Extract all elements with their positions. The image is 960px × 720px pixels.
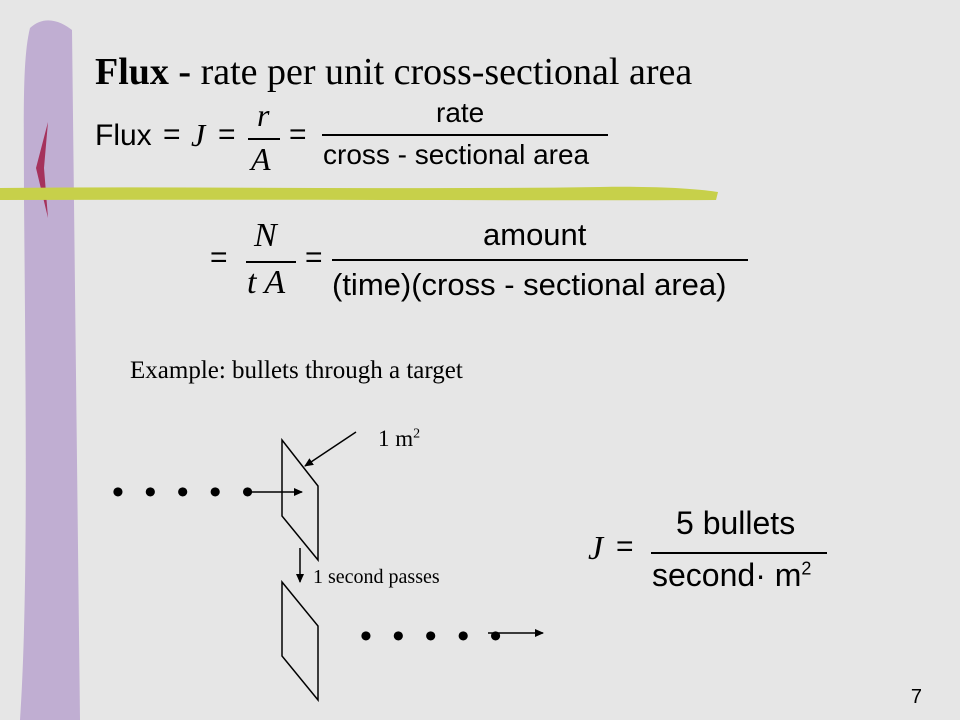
title-rest: rate per unit cross-sectional area (191, 51, 693, 93)
fraction-bar-rate (322, 134, 608, 136)
time-area-symbol: t A (247, 264, 286, 301)
result-fraction-bar (651, 552, 827, 554)
result-denominator: second· m2 (652, 557, 811, 594)
fraction-bar-nta (246, 261, 296, 263)
title-bold: Flux - (95, 51, 192, 93)
equals-sign-5: = (305, 241, 323, 274)
result-den-word: second (652, 557, 756, 593)
time-area-denominator: (time)(cross - sectional area) (332, 267, 727, 302)
result-numerator: 5 bullets (676, 505, 796, 541)
page-number: 7 (910, 686, 922, 708)
equals-sign-3: = (289, 118, 307, 151)
result-den-dot: · (755, 557, 766, 593)
equals-sign-4: = (210, 241, 228, 274)
area-pointer-arrow (304, 431, 357, 467)
flux-word: Flux (95, 119, 152, 152)
equals-sign-1: = (163, 118, 181, 151)
result-den-unit: m (774, 557, 802, 593)
count-symbol-n: N (254, 217, 277, 254)
result-equation: J = 5 bullets second· m2 (588, 505, 838, 605)
cross-section-denominator: cross - sectional area (323, 139, 590, 170)
area-value: 1 m (378, 426, 414, 451)
target-plane-bottom (281, 579, 319, 703)
area-exponent: 2 (413, 426, 421, 442)
bullets-before: • • • • • (112, 474, 260, 511)
flux-equation-expanded: = N t A = amount (time)(cross - sectiona… (210, 217, 755, 312)
rate-symbol-r: r (257, 97, 270, 133)
area-symbol-a: A (251, 141, 271, 177)
amount-numerator: amount (483, 217, 587, 252)
flux-equation: Flux = J = r A = rate cross - sectional … (95, 97, 615, 185)
slide-title: Flux - rate per unit cross-sectional are… (95, 50, 692, 94)
fraction-bar-ra (248, 138, 280, 140)
example-caption: Example: bullets through a target (130, 357, 463, 384)
rate-numerator: rate (436, 97, 485, 128)
result-j: J (588, 530, 604, 567)
target-plane-top (281, 437, 319, 563)
result-den-exp: 2 (801, 558, 812, 579)
stripe-highlight (0, 186, 718, 201)
bullets-after: • • • • • (360, 618, 508, 655)
flux-symbol-j: J (191, 117, 206, 153)
result-equals: = (616, 530, 634, 563)
area-label: 1 m2 (378, 426, 420, 452)
fraction-bar-amount (332, 259, 748, 261)
equals-sign-2: = (218, 118, 236, 151)
time-label: 1 second passes (313, 566, 440, 588)
